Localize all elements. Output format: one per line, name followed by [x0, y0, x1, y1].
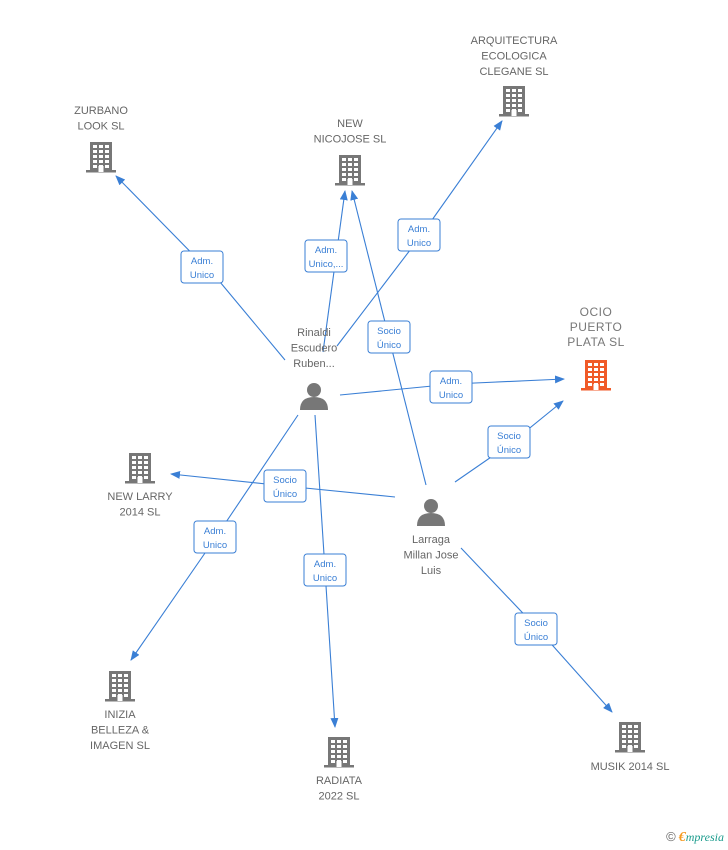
- node-label: NEW LARRY: [107, 491, 173, 503]
- edge-label-box: [429, 370, 473, 404]
- brand-initial: €: [678, 830, 686, 845]
- edge-label-text: Adm.: [191, 256, 213, 267]
- edge-label-text: Adm.: [204, 526, 226, 537]
- edge-label-text: Único: [273, 489, 297, 500]
- building-icon: [615, 722, 645, 753]
- edge-label-text: Unico: [313, 573, 337, 584]
- node-arquitectura[interactable]: ARQUITECTURA ECOLOGICA CLEGANE SL: [471, 35, 558, 117]
- node-nicojose[interactable]: NEW NICOJOSE SL: [314, 118, 387, 186]
- brand-name: mpresia: [685, 830, 724, 844]
- edge-label-text: Unico: [407, 238, 431, 249]
- node-musik[interactable]: MUSIK 2014 SL: [591, 722, 670, 773]
- node-label: PUERTO: [570, 320, 623, 334]
- building-icon: [499, 86, 529, 117]
- edge-label-rinaldi-to-ocio[interactable]: Adm. Unico: [429, 370, 473, 404]
- building-icon: [125, 453, 155, 484]
- edge-label-text: Socio: [524, 618, 548, 629]
- edge-label-text: Socio: [377, 326, 401, 337]
- node-label: OCIO: [580, 305, 613, 319]
- node-label: 2014 SL: [120, 507, 161, 519]
- node-label: ZURBANO: [74, 105, 128, 117]
- node-label: LOOK SL: [77, 121, 124, 133]
- edge-label-box: [303, 553, 347, 587]
- node-zurbano[interactable]: ZURBANO LOOK SL: [74, 105, 128, 173]
- edge-label-text: Socio: [497, 431, 521, 442]
- node-label: INIZIA: [104, 709, 136, 721]
- node-label: RADIATA: [316, 775, 363, 787]
- person-icon: [417, 499, 445, 526]
- edge-label-box: [304, 239, 348, 273]
- node-label: ECOLOGICA: [481, 51, 547, 63]
- node-label: ARQUITECTURA: [471, 35, 558, 47]
- node-label: PLATA SL: [567, 335, 625, 349]
- node-label: MUSIK 2014 SL: [591, 761, 670, 773]
- node-rinaldi[interactable]: RinaldiEscuderoRuben...: [291, 327, 337, 410]
- building-icon: [335, 155, 365, 186]
- node-label: 2022 SL: [319, 791, 360, 803]
- edge-label-text: Único: [377, 340, 401, 351]
- edge-label-box: [263, 469, 307, 503]
- edge-label-text: Único: [497, 445, 521, 456]
- edge-label-text: Unico: [203, 540, 227, 551]
- edge-label-text: Unico: [439, 390, 463, 401]
- node-label: BELLEZA &: [91, 725, 150, 737]
- node-label: CLEGANE SL: [479, 66, 548, 78]
- edge-labels-layer: Adm.UnicoAdm.Unico,...Adm.UnicoAdm.Unico…: [180, 218, 558, 646]
- node-label: Rinaldi: [297, 327, 331, 339]
- edge-label-box: [180, 250, 224, 284]
- edge-label-rinaldi-to-inizia[interactable]: Adm. Unico: [193, 520, 237, 554]
- node-newlarry[interactable]: NEW LARRY 2014 SL: [107, 453, 173, 519]
- edge-label-text: Unico: [190, 270, 214, 281]
- edge-label-text: Adm.: [408, 224, 430, 235]
- edge-label-box: [367, 320, 411, 354]
- node-label: Larraga: [412, 534, 451, 546]
- node-label: IMAGEN SL: [90, 740, 150, 752]
- edge-label-text: Socio: [273, 475, 297, 486]
- edge-label-text: Adm.: [315, 245, 337, 256]
- node-label: Ruben...: [293, 358, 335, 370]
- edge-label-rinaldi-to-zurbano[interactable]: Adm. Unico: [180, 250, 224, 284]
- edge-label-rinaldi-to-radiata[interactable]: Adm. Unico: [303, 553, 347, 587]
- edge-label-rinaldi-to-nicojose[interactable]: Adm. Unico,...: [304, 239, 348, 273]
- edge-label-box: [514, 612, 558, 646]
- building-icon: [86, 142, 116, 173]
- footer-brand[interactable]: ©€mpresia: [666, 829, 724, 846]
- node-label: NEW: [337, 118, 363, 130]
- node-radiata[interactable]: RADIATA 2022 SL: [316, 737, 363, 803]
- building-icon: [105, 671, 135, 702]
- edge-label-rinaldi-to-arquitectura[interactable]: Adm. Unico: [397, 218, 441, 252]
- edge-label-box: [487, 425, 531, 459]
- node-inizia[interactable]: INIZIA BELLEZA & IMAGEN SL: [90, 671, 150, 752]
- edge-label-box: [397, 218, 441, 252]
- node-label: NICOJOSE SL: [314, 134, 387, 146]
- edge-label-text: Adm.: [314, 559, 336, 570]
- edge-label-text: Adm.: [440, 376, 462, 387]
- node-label: Escudero: [291, 343, 337, 355]
- edge-label-text: Único: [524, 632, 548, 643]
- person-icon: [300, 383, 328, 410]
- edge-label-text: Unico,...: [309, 259, 344, 270]
- node-label: Millan Jose: [403, 550, 458, 562]
- nodes-layer: ZURBANO LOOK SL NEW NICOJOSE SL ARQUITECTURA…: [74, 35, 669, 803]
- node-label: Luis: [421, 565, 442, 577]
- edge-label-box: [193, 520, 237, 554]
- building-icon: [581, 360, 611, 391]
- copyright-symbol: ©: [666, 829, 676, 844]
- building-icon: [324, 737, 354, 768]
